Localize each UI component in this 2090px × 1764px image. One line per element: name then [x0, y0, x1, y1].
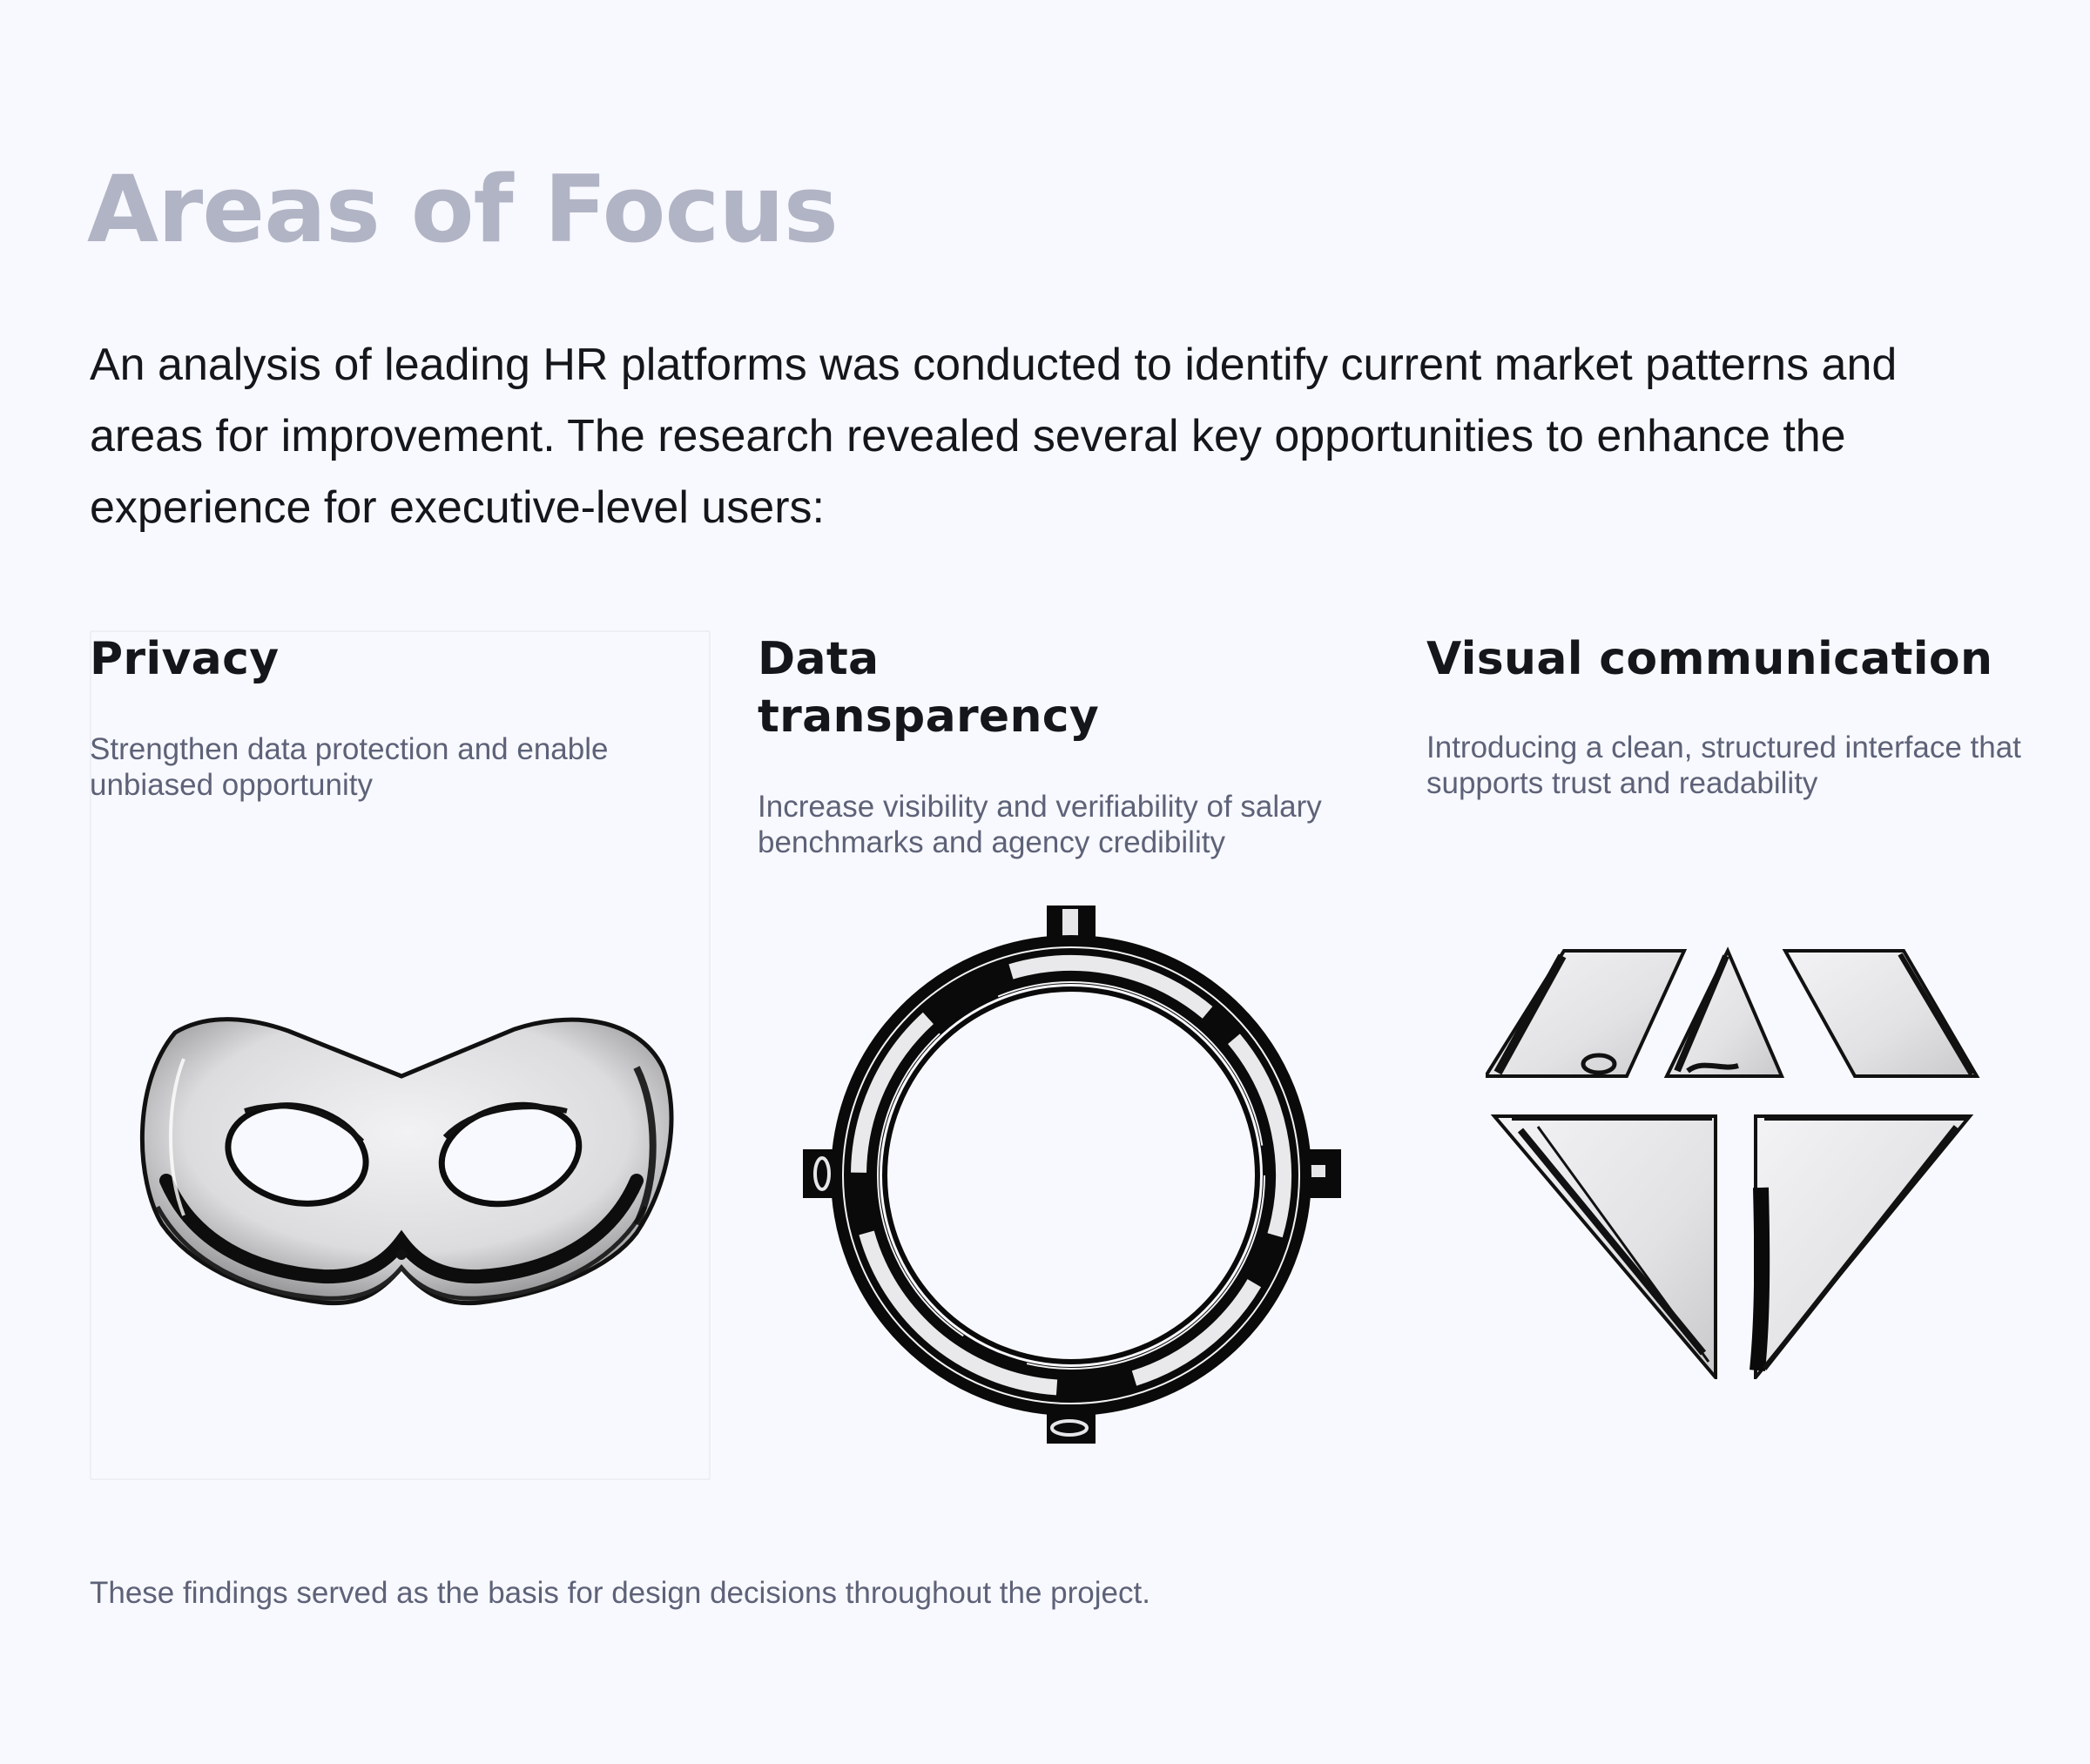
- card-description: Introducing a clean, structured interfac…: [1426, 731, 2021, 800]
- focus-areas: Privacy Strengthen data protection and e…: [0, 630, 2090, 1484]
- focus-card-visual-communication: Visual communication Introducing a clean…: [1426, 630, 2053, 1480]
- card-title: Visual communication: [1426, 633, 1993, 685]
- diamond-icon: [1482, 944, 1991, 1383]
- focus-card-data-transparency: Data transparency Increase visibility an…: [758, 630, 1385, 1480]
- footer-note: These findings served as the basis for d…: [90, 1576, 1150, 1610]
- page-title: Areas of Focus: [87, 156, 839, 263]
- mask-icon: [114, 1007, 689, 1329]
- card-title: Data transparency: [758, 633, 1100, 743]
- card-description: Increase visibility and verifiability of…: [758, 790, 1322, 859]
- intro-paragraph: An analysis of leading HR platforms was …: [90, 340, 1898, 533]
- focus-card-privacy: Privacy Strengthen data protection and e…: [90, 630, 711, 1480]
- crosshair-ring-icon: [803, 906, 1343, 1445]
- card-title: Privacy: [90, 633, 280, 685]
- card-description: Strengthen data protection and enable un…: [90, 732, 609, 802]
